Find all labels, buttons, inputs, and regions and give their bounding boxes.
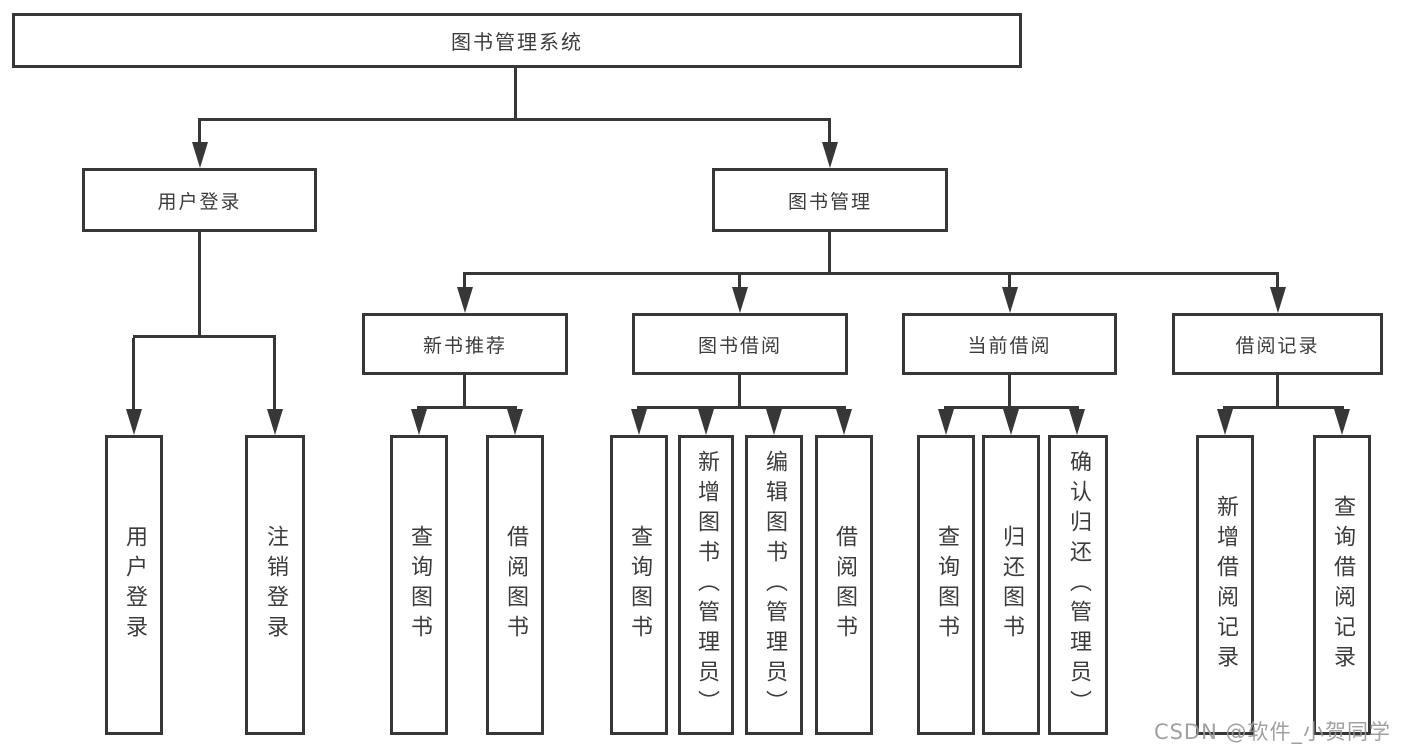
connector-current-borrow-bus bbox=[944, 406, 1079, 409]
leaf-add-book-admin-label: 新增图书（管理员） bbox=[694, 450, 719, 720]
arrowhead-leaf-logout bbox=[267, 409, 283, 435]
leaf-query-book-current-label: 查询图书 bbox=[934, 525, 959, 645]
node-root: 图书管理系统 bbox=[12, 13, 1022, 68]
arrowhead-add-book-admin bbox=[698, 409, 714, 435]
leaf-query-borrow-record-label: 查询借阅记录 bbox=[1330, 495, 1355, 675]
leaf-confirm-return-admin-label: 确认归还（管理员） bbox=[1066, 450, 1091, 720]
node-borrow-records: 借阅记录 bbox=[1172, 313, 1383, 375]
node-book-borrow: 图书借阅 bbox=[632, 313, 848, 375]
connector-user-login-stem bbox=[198, 232, 201, 335]
connector-borrow-records-bus bbox=[1223, 406, 1344, 409]
arrowhead-book-borrow bbox=[732, 287, 748, 313]
leaf-borrow-book-borrow-label: 借阅图书 bbox=[832, 525, 857, 645]
arrowhead-borrow-book-rec bbox=[507, 409, 523, 435]
leaf-add-borrow-record: 新增借阅记录 bbox=[1196, 435, 1254, 735]
node-user-login: 用户登录 bbox=[82, 168, 317, 232]
leaf-user-login-label: 用户登录 bbox=[122, 525, 147, 645]
arrowhead-add-borrow-record bbox=[1217, 409, 1233, 435]
node-book-borrow-label: 图书借阅 bbox=[697, 334, 782, 357]
arrowhead-borrow-records bbox=[1270, 287, 1286, 313]
leaf-query-book-borrow: 查询图书 bbox=[610, 435, 668, 735]
connector-drop-user-login bbox=[198, 121, 201, 145]
leaf-query-book-rec-label: 查询图书 bbox=[407, 525, 432, 645]
connector-new-book-rec-bus bbox=[417, 406, 517, 409]
connector-current-borrow-stem bbox=[1008, 375, 1011, 406]
arrowhead-user-login bbox=[192, 142, 208, 168]
node-book-mgmt-label: 图书管理 bbox=[787, 190, 872, 213]
connector-drop-new-book-rec bbox=[463, 275, 466, 287]
leaf-borrow-book-rec: 借阅图书 bbox=[486, 435, 544, 735]
connector-user-login-bus bbox=[133, 335, 276, 338]
arrowhead-query-book-current bbox=[938, 409, 954, 435]
connector-borrow-records-stem bbox=[1276, 375, 1279, 406]
leaf-query-book-borrow-label: 查询图书 bbox=[627, 525, 652, 645]
arrowhead-edit-book-admin bbox=[766, 409, 782, 435]
arrowhead-borrow-book-borrow bbox=[836, 409, 852, 435]
connector-new-book-rec-stem bbox=[463, 375, 466, 406]
leaf-query-book-current: 查询图书 bbox=[917, 435, 975, 735]
connector-level2-bus bbox=[198, 118, 831, 121]
arrowhead-current-borrow bbox=[1002, 287, 1018, 313]
arrowhead-query-book-rec bbox=[411, 409, 427, 435]
leaf-add-borrow-record-label: 新增借阅记录 bbox=[1213, 495, 1238, 675]
node-current-borrow: 当前借阅 bbox=[902, 313, 1117, 375]
node-book-mgmt: 图书管理 bbox=[712, 168, 948, 232]
node-new-book-rec: 新书推荐 bbox=[362, 313, 568, 375]
connector-drop-current-borrow bbox=[1008, 275, 1011, 287]
leaf-return-book-label: 归还图书 bbox=[999, 525, 1024, 645]
connector-level3-bus bbox=[463, 272, 1279, 275]
leaf-edit-book-admin: 编辑图书（管理员） bbox=[745, 435, 803, 735]
leaf-query-borrow-record: 查询借阅记录 bbox=[1313, 435, 1371, 735]
arrowhead-return-book bbox=[1003, 409, 1019, 435]
connector-drop-leaf-logout bbox=[273, 338, 276, 410]
connector-drop-book-borrow bbox=[738, 275, 741, 287]
arrowhead-confirm-return-admin bbox=[1069, 409, 1085, 435]
leaf-query-book-rec: 查询图书 bbox=[390, 435, 448, 735]
node-borrow-records-label: 借阅记录 bbox=[1235, 334, 1320, 357]
connector-drop-book-mgmt bbox=[828, 121, 831, 145]
connector-book-borrow-stem bbox=[738, 375, 741, 406]
arrowhead-book-mgmt bbox=[822, 142, 838, 168]
node-user-login-label: 用户登录 bbox=[157, 190, 242, 213]
leaf-logout: 注销登录 bbox=[245, 435, 305, 735]
leaf-add-book-admin: 新增图书（管理员） bbox=[678, 435, 734, 735]
leaf-borrow-book-rec-label: 借阅图书 bbox=[503, 525, 528, 645]
leaf-confirm-return-admin: 确认归还（管理员） bbox=[1048, 435, 1108, 735]
node-new-book-rec-label: 新书推荐 bbox=[422, 334, 507, 357]
arrowhead-query-book-borrow bbox=[631, 409, 647, 435]
leaf-borrow-book-borrow: 借阅图书 bbox=[815, 435, 873, 735]
leaf-logout-label: 注销登录 bbox=[263, 525, 288, 645]
leaf-user-login: 用户登录 bbox=[105, 435, 163, 735]
leaf-edit-book-admin-label: 编辑图书（管理员） bbox=[762, 450, 787, 720]
node-root-label: 图书管理系统 bbox=[451, 30, 583, 54]
arrowhead-new-book-rec bbox=[457, 287, 473, 313]
connector-drop-borrow-records bbox=[1276, 275, 1279, 287]
connector-book-mgmt-stem bbox=[828, 232, 831, 272]
connector-drop-leaf-user-login bbox=[132, 338, 135, 410]
leaf-return-book: 归还图书 bbox=[982, 435, 1040, 735]
node-current-borrow-label: 当前借阅 bbox=[967, 334, 1052, 357]
connector-book-borrow-bus bbox=[637, 406, 846, 409]
arrowhead-query-borrow-record bbox=[1334, 409, 1350, 435]
csdn-watermark: CSDN @软件_小贺同学 bbox=[1153, 720, 1391, 744]
arrowhead-leaf-user-login bbox=[126, 409, 142, 435]
connector-root-stem bbox=[514, 68, 517, 121]
